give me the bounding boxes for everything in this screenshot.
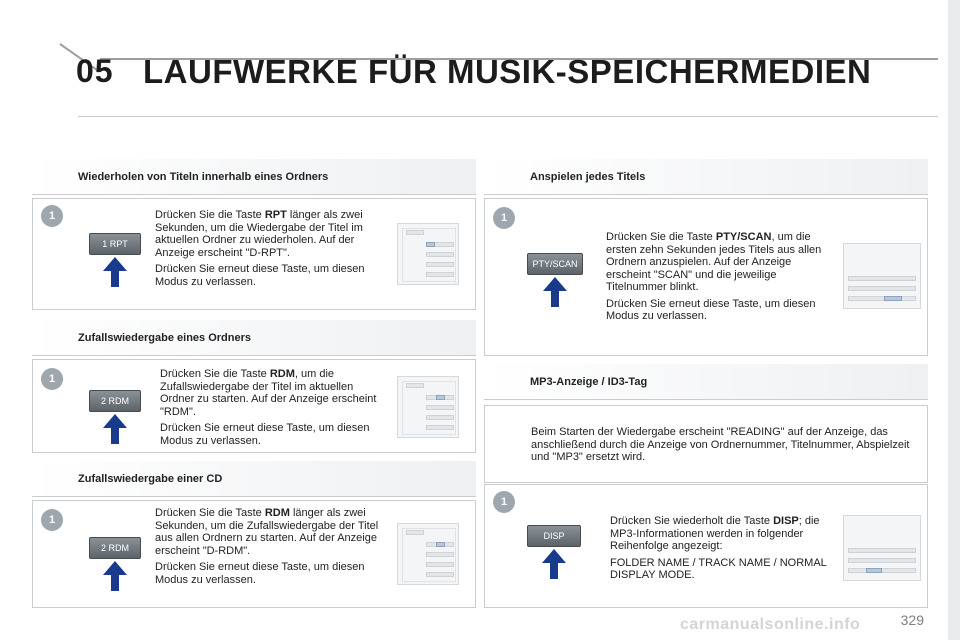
radio-panel-illustration xyxy=(397,376,459,438)
section-box-scan: 1 PTY/SCAN Drücken Sie die Taste PTY/SCA… xyxy=(484,198,928,356)
step-badge: 1 xyxy=(41,205,63,227)
description-scan: Drücken Sie die Taste PTY/SCAN, um die e… xyxy=(606,231,822,322)
arrow-stem xyxy=(111,428,119,444)
radio-panel-illustration xyxy=(397,223,459,285)
arrow-up-icon xyxy=(103,257,127,271)
rpt-button-icon: 1 RPT xyxy=(89,233,141,255)
page-title: LAUFWERKE FÜR MUSIK-SPEICHERMEDIEN xyxy=(143,53,872,90)
chapter-number: 05 xyxy=(76,53,114,89)
disp-button-icon: DISP xyxy=(527,525,581,547)
section-box-random-folder: 1 2 RDM Drücken Sie die Taste RDM, um di… xyxy=(32,359,476,453)
arrow-stem xyxy=(550,563,558,579)
section-heading-scan: Anspielen jedes Titels xyxy=(484,159,928,195)
arrow-up-icon xyxy=(542,549,566,563)
step-badge: 1 xyxy=(493,491,515,513)
section-box-mp3-intro: Beim Starten der Wiedergabe erscheint "R… xyxy=(484,405,928,483)
step-badge: 1 xyxy=(41,368,63,390)
section-heading-mp3: MP3-Anzeige / ID3-Tag xyxy=(484,364,928,400)
rdm-button-icon: 2 RDM xyxy=(89,390,141,412)
section-heading-random-folder: Zufallswiedergabe eines Ordners xyxy=(32,320,476,356)
description-repeat: Drücken Sie die Taste RPT länger als zwe… xyxy=(155,209,365,288)
section-heading-random-cd: Zufallswiedergabe einer CD xyxy=(32,461,476,497)
step-badge: 1 xyxy=(493,207,515,229)
description-mp3-disp: Drücken Sie wiederholt die Taste DISP; d… xyxy=(610,515,827,581)
arrow-stem xyxy=(111,271,119,287)
radio-panel-illustration xyxy=(843,515,921,581)
page-edge-tab xyxy=(948,0,960,640)
arrow-stem xyxy=(551,291,559,307)
section-box-mp3-disp: 1 DISP Drücken Sie wiederholt die Taste … xyxy=(484,484,928,608)
pty-scan-button-icon: PTY/SCAN xyxy=(527,253,583,275)
page-number: 329 xyxy=(900,612,924,628)
header-rule-lower xyxy=(78,116,938,117)
arrow-stem xyxy=(111,575,119,591)
section-box-repeat: 1 1 RPT Drücken Sie die Taste RPT länger… xyxy=(32,198,476,310)
arrow-up-icon xyxy=(103,561,127,575)
section-heading-repeat: Wiederholen von Titeln innerhalb eines O… xyxy=(32,159,476,195)
section-box-random-cd: 1 2 RDM Drücken Sie die Taste RDM länger… xyxy=(32,500,476,608)
step-badge: 1 xyxy=(41,509,63,531)
header-rule xyxy=(100,58,938,60)
radio-panel-illustration xyxy=(397,523,459,585)
rdm-button-icon: 2 RDM xyxy=(89,537,141,559)
description-random-cd: Drücken Sie die Taste RDM länger als zwe… xyxy=(155,507,379,586)
watermark: carmanualsonline.info xyxy=(680,616,861,633)
description-mp3-intro: Beim Starten der Wiedergabe erscheint "R… xyxy=(531,426,910,463)
radio-panel-illustration xyxy=(843,243,921,309)
description-random-folder: Drücken Sie die Taste RDM, um die Zufall… xyxy=(160,368,377,447)
arrow-up-icon xyxy=(543,277,567,291)
arrow-up-icon xyxy=(103,414,127,428)
